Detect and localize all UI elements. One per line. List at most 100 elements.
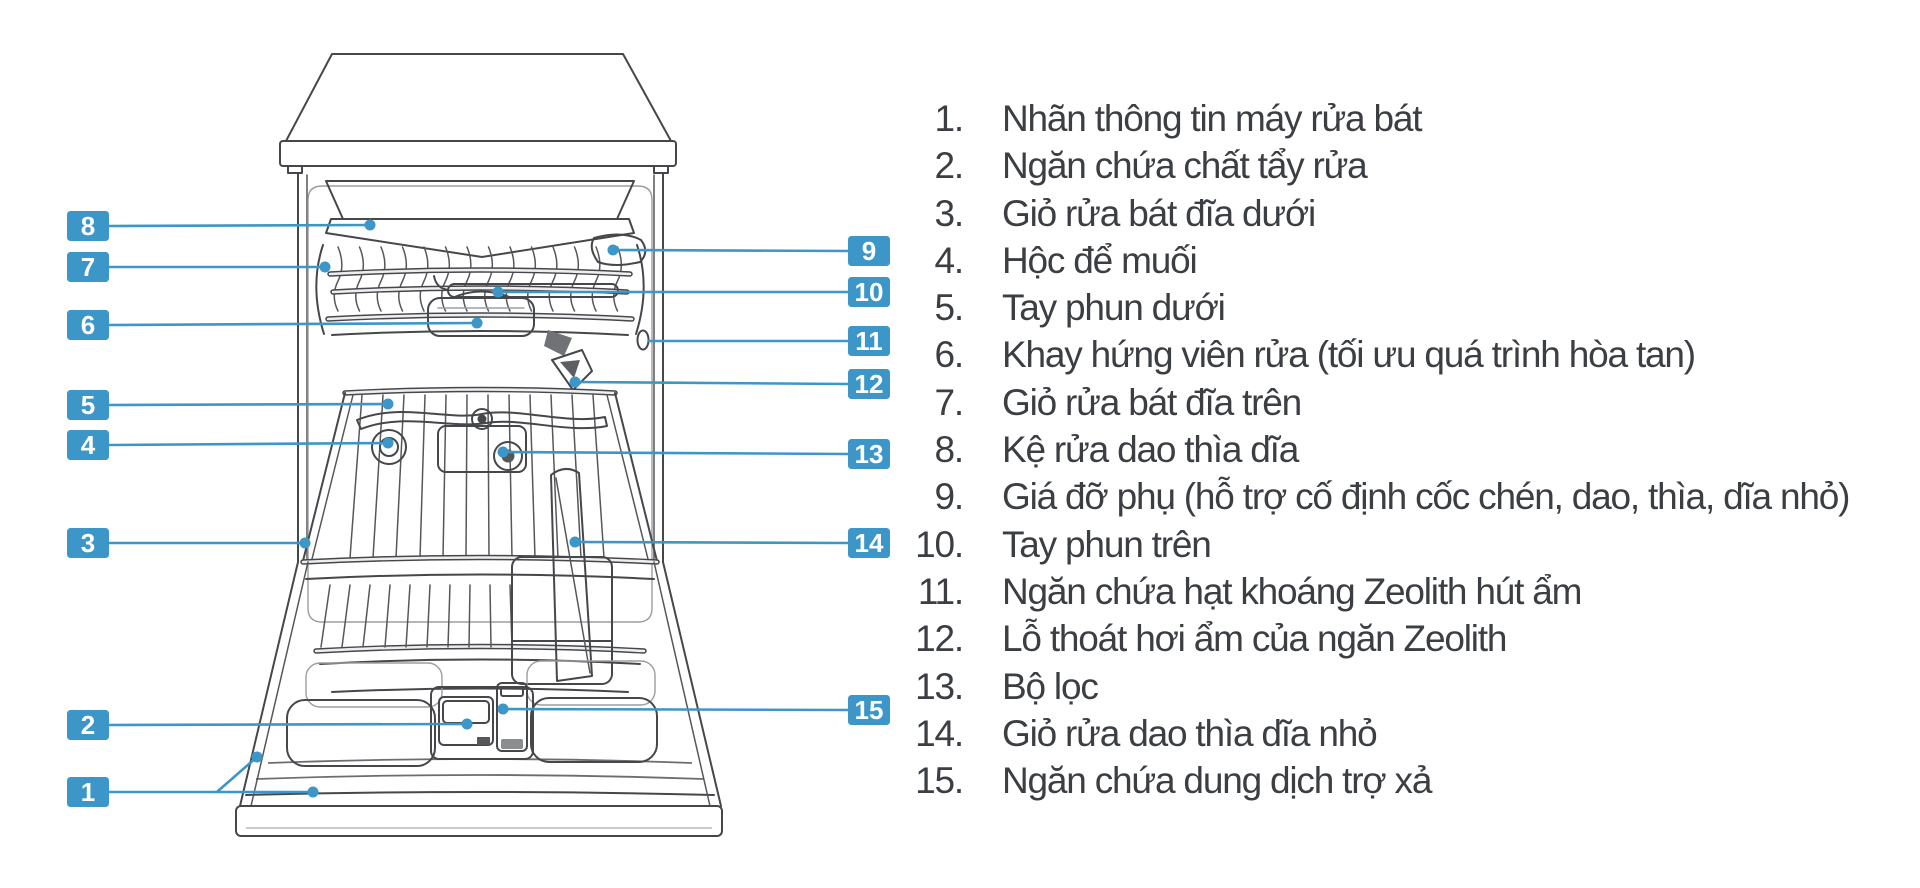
leader-dot-7 [319, 261, 331, 273]
badge-2: 2 [67, 710, 109, 740]
legend-item-number: 9. [934, 476, 965, 518]
legend-item-9: 9. Giá đỡ phụ (hỗ trợ cố định cốc chén, d… [905, 473, 1851, 520]
legend-item-2: 2. Ngăn chứa chất tẩy rửa [905, 142, 1849, 189]
legend-item-number: 5. [934, 287, 965, 329]
legend-item-10: 10. Tay phun trên [905, 521, 1849, 568]
spray-arm-mount [437, 425, 527, 473]
badge-6: 6 [67, 310, 109, 340]
legend-item-number: 3. [934, 192, 965, 234]
leader-dot-2 [461, 718, 473, 730]
svg-text:15: 15 [855, 695, 884, 725]
svg-text:10: 10 [855, 277, 884, 307]
leader-line-5 [107, 402, 390, 407]
legend-item-text: Ngăn chứa chất tẩy rửa [1002, 145, 1368, 187]
legend-item-number: 1. [934, 98, 965, 139]
legend-item-number: 12. [915, 618, 964, 660]
legend-item-number: 15. [915, 760, 964, 802]
cutlery-shelf [325, 180, 635, 258]
leader-dot-3 [299, 537, 311, 549]
legend-item-text: Tay phun dưới [1002, 287, 1226, 329]
dishwasher-illustration [235, 53, 723, 837]
leader-dot-12 [569, 376, 581, 388]
badge-3: 3 [67, 528, 109, 558]
legend: 1. Nhãn thông tin máy rửa bát 2. Ngăn chứa… [905, 95, 1851, 804]
leader-line-12 [573, 380, 850, 386]
badge-15: 15 [848, 695, 890, 725]
legend-item-4: 4.Hộc để muối [905, 237, 1849, 284]
lower-basket [300, 386, 660, 693]
worktop [279, 53, 677, 174]
badge-7: 7 [67, 252, 109, 282]
badge-9: 9 [848, 236, 890, 266]
legend-item-text: Lỗ thoát hơi ẩm của ngăn Zeolith [1002, 618, 1507, 660]
upper-spray-arm [433, 275, 619, 298]
svg-text:6: 6 [81, 310, 95, 340]
leader-dot-9 [607, 244, 619, 256]
door-recess-upper-right [526, 660, 656, 706]
lower-basket-tines [320, 584, 513, 648]
tub-opening-outline [307, 185, 653, 623]
upper-basket-wires [333, 246, 622, 312]
legend-item-text: Tay phun trên [1002, 523, 1212, 565]
legend-item-1: 1. Nhãn thông tin máy rửa bát [905, 95, 1849, 142]
cabinet [297, 172, 664, 623]
legend-item-text: Bộ lọc [1002, 665, 1099, 707]
legend-item-number: 11. [917, 570, 964, 612]
badge-12: 12 [848, 369, 890, 399]
legend-item-text: Giá đỡ phụ (hỗ trợ cố định cốc chén, dao… [1002, 476, 1850, 518]
leader-dot-14 [569, 536, 581, 548]
legend-item-number: 10. [915, 523, 964, 565]
leader-line-9 [611, 248, 850, 253]
legend-item-6: 6. Khay hứng viên rửa (tối ưu quá trình h… [905, 331, 1849, 378]
legend-item-text: Nhãn thông tin máy rửa bát [1002, 98, 1423, 139]
svg-text:13: 13 [855, 439, 884, 469]
svg-text:4: 4 [81, 430, 96, 460]
leader-line-6 [107, 321, 479, 327]
svg-text:8: 8 [81, 211, 95, 241]
legend-item-8: 8. Kệ rửa dao thìa dĩa [905, 426, 1849, 473]
leader-line-4 [107, 441, 390, 447]
leader-dot-4 [382, 437, 394, 449]
leader-dot-13 [497, 446, 509, 458]
legend-item-number: 13. [915, 665, 964, 707]
badge-8: 8 [67, 211, 109, 241]
zeolith-container-port [636, 329, 650, 351]
legend-item-15: 15. Ngăn chứa dung dịch trợ xả [905, 757, 1849, 804]
legend-item-3: 3.Giỏ rửa bát đĩa dưới [905, 190, 1849, 237]
zeolith-vent [544, 330, 593, 391]
legend-item-11: 11.Ngăn chứa hạt khoáng Zeolith hút ẩm [905, 568, 1849, 615]
leader-line-8 [107, 223, 372, 228]
filter [493, 441, 523, 471]
leader-line-1b [216, 755, 259, 793]
detergent-dispenser [430, 682, 534, 760]
detergent-compartment [438, 696, 494, 746]
legend-item-text: Giỏ rửa bát đĩa trên [1002, 381, 1302, 423]
leader-dot-1b [251, 751, 263, 763]
upper-basket [315, 233, 647, 336]
svg-text:2: 2 [81, 710, 95, 740]
badge-13: 13 [848, 439, 890, 469]
legend-item-number: 2. [934, 145, 965, 187]
legend-item-number: 8. [934, 429, 965, 471]
leader-line-14 [573, 540, 850, 545]
svg-text:1: 1 [81, 777, 95, 807]
legend-item-number: 14. [915, 712, 964, 754]
badge-4: 4 [67, 430, 109, 460]
legend-item-7: 7. Giỏ rửa bát đĩa trên [905, 379, 1849, 426]
legend-item-text: Giỏ rửa dao thìa dĩa nhỏ [1002, 712, 1378, 754]
legend-item-text: Khay hứng viên rửa (tối ưu quá trình hòa… [1002, 334, 1696, 376]
legend-item-number: 6. [934, 334, 965, 376]
svg-text:12: 12 [855, 369, 884, 399]
legend-item-text: Kệ rửa dao thìa dĩa [1002, 429, 1299, 471]
leader-dot-10 [492, 286, 504, 298]
legend-item-number: 7. [934, 381, 965, 423]
legend-item-13: 13. Bộ lọc [905, 663, 1849, 710]
legend-item-14: 14. Giỏ rửa dao thìa dĩa nhỏ [905, 710, 1849, 757]
cup-shelf [590, 233, 647, 266]
door-recess-right [530, 697, 658, 763]
legend-item-text: Ngăn chứa dung dịch trợ xả [1002, 760, 1432, 802]
legend-item-number: 4. [934, 239, 965, 281]
svg-text:7: 7 [81, 252, 95, 282]
